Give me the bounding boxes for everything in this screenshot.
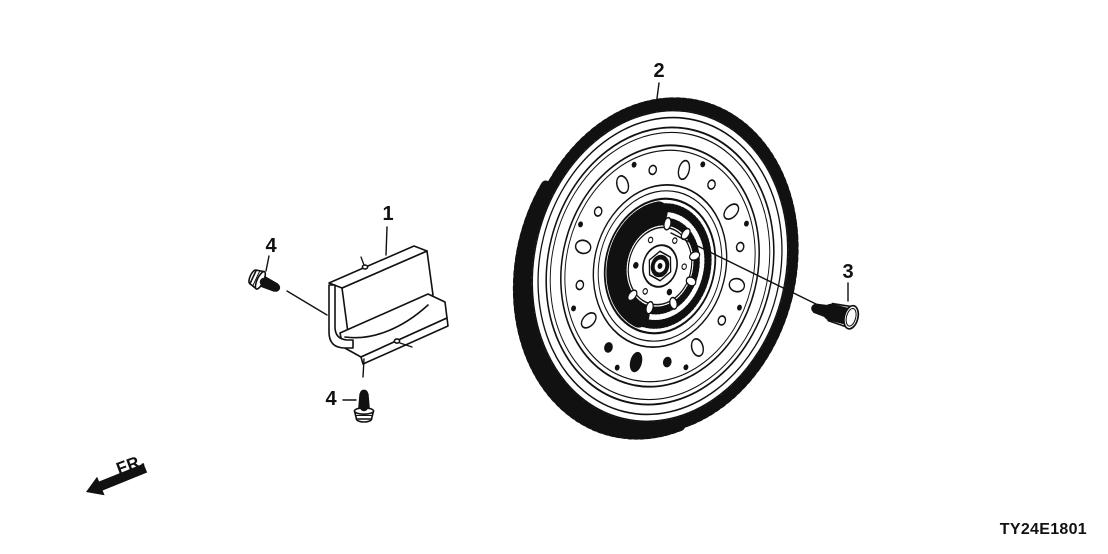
bracket-left-arm [328,284,354,349]
hub-center-dot [657,263,663,269]
face-ring [549,131,771,401]
flywheel-bolt-hole-ring [574,159,746,373]
bracket-base-hole-tick [399,342,413,348]
bolt-4-lower-drawing [353,388,375,423]
part-callout-4-lower[interactable]: 4 [325,388,337,410]
bracket-base-hole [393,338,401,344]
part-callout-1[interactable]: 1 [382,203,394,225]
flywheel-drawing [512,97,799,440]
hub-window-ring [627,216,701,315]
bracket-base-lip [360,317,449,365]
bolt-3-drawing [811,302,860,330]
bolt-4-upper-drawing [248,269,281,293]
bracket-top-strip [328,245,428,289]
leader-line-4-upper [286,290,328,316]
diagram-code: TY24E1801 [999,521,1087,538]
face-ring [564,149,756,383]
face-ring [560,144,760,388]
bracket-top-hole [361,264,369,270]
leader-line-3 [670,232,819,306]
leader-line-1 [385,226,388,256]
face-ring [545,126,775,406]
part-callout-3[interactable]: 3 [842,261,854,283]
part-callout-4-upper[interactable]: 4 [265,235,277,257]
fr-direction-arrow [86,463,148,496]
face-ring [597,190,723,342]
leader-line-2 [655,82,660,107]
ring-gear-teeth [521,97,799,435]
flywheel-rings [512,97,799,440]
rim-ring [537,116,783,416]
face-ring [592,184,728,348]
leader-lines [265,82,849,401]
bracket-drawing [328,245,449,365]
leader-line-4-lower [362,358,365,378]
rivet-dot-ring [571,161,749,371]
part-callout-2[interactable]: 2 [653,60,665,82]
bracket-base-curve [344,304,429,339]
bracket-top-hole-tick [360,256,365,266]
hub-pilot-hole-ring [633,236,687,296]
leader-line-4-upper-label [265,255,270,272]
damper-outer-edge [603,197,717,335]
